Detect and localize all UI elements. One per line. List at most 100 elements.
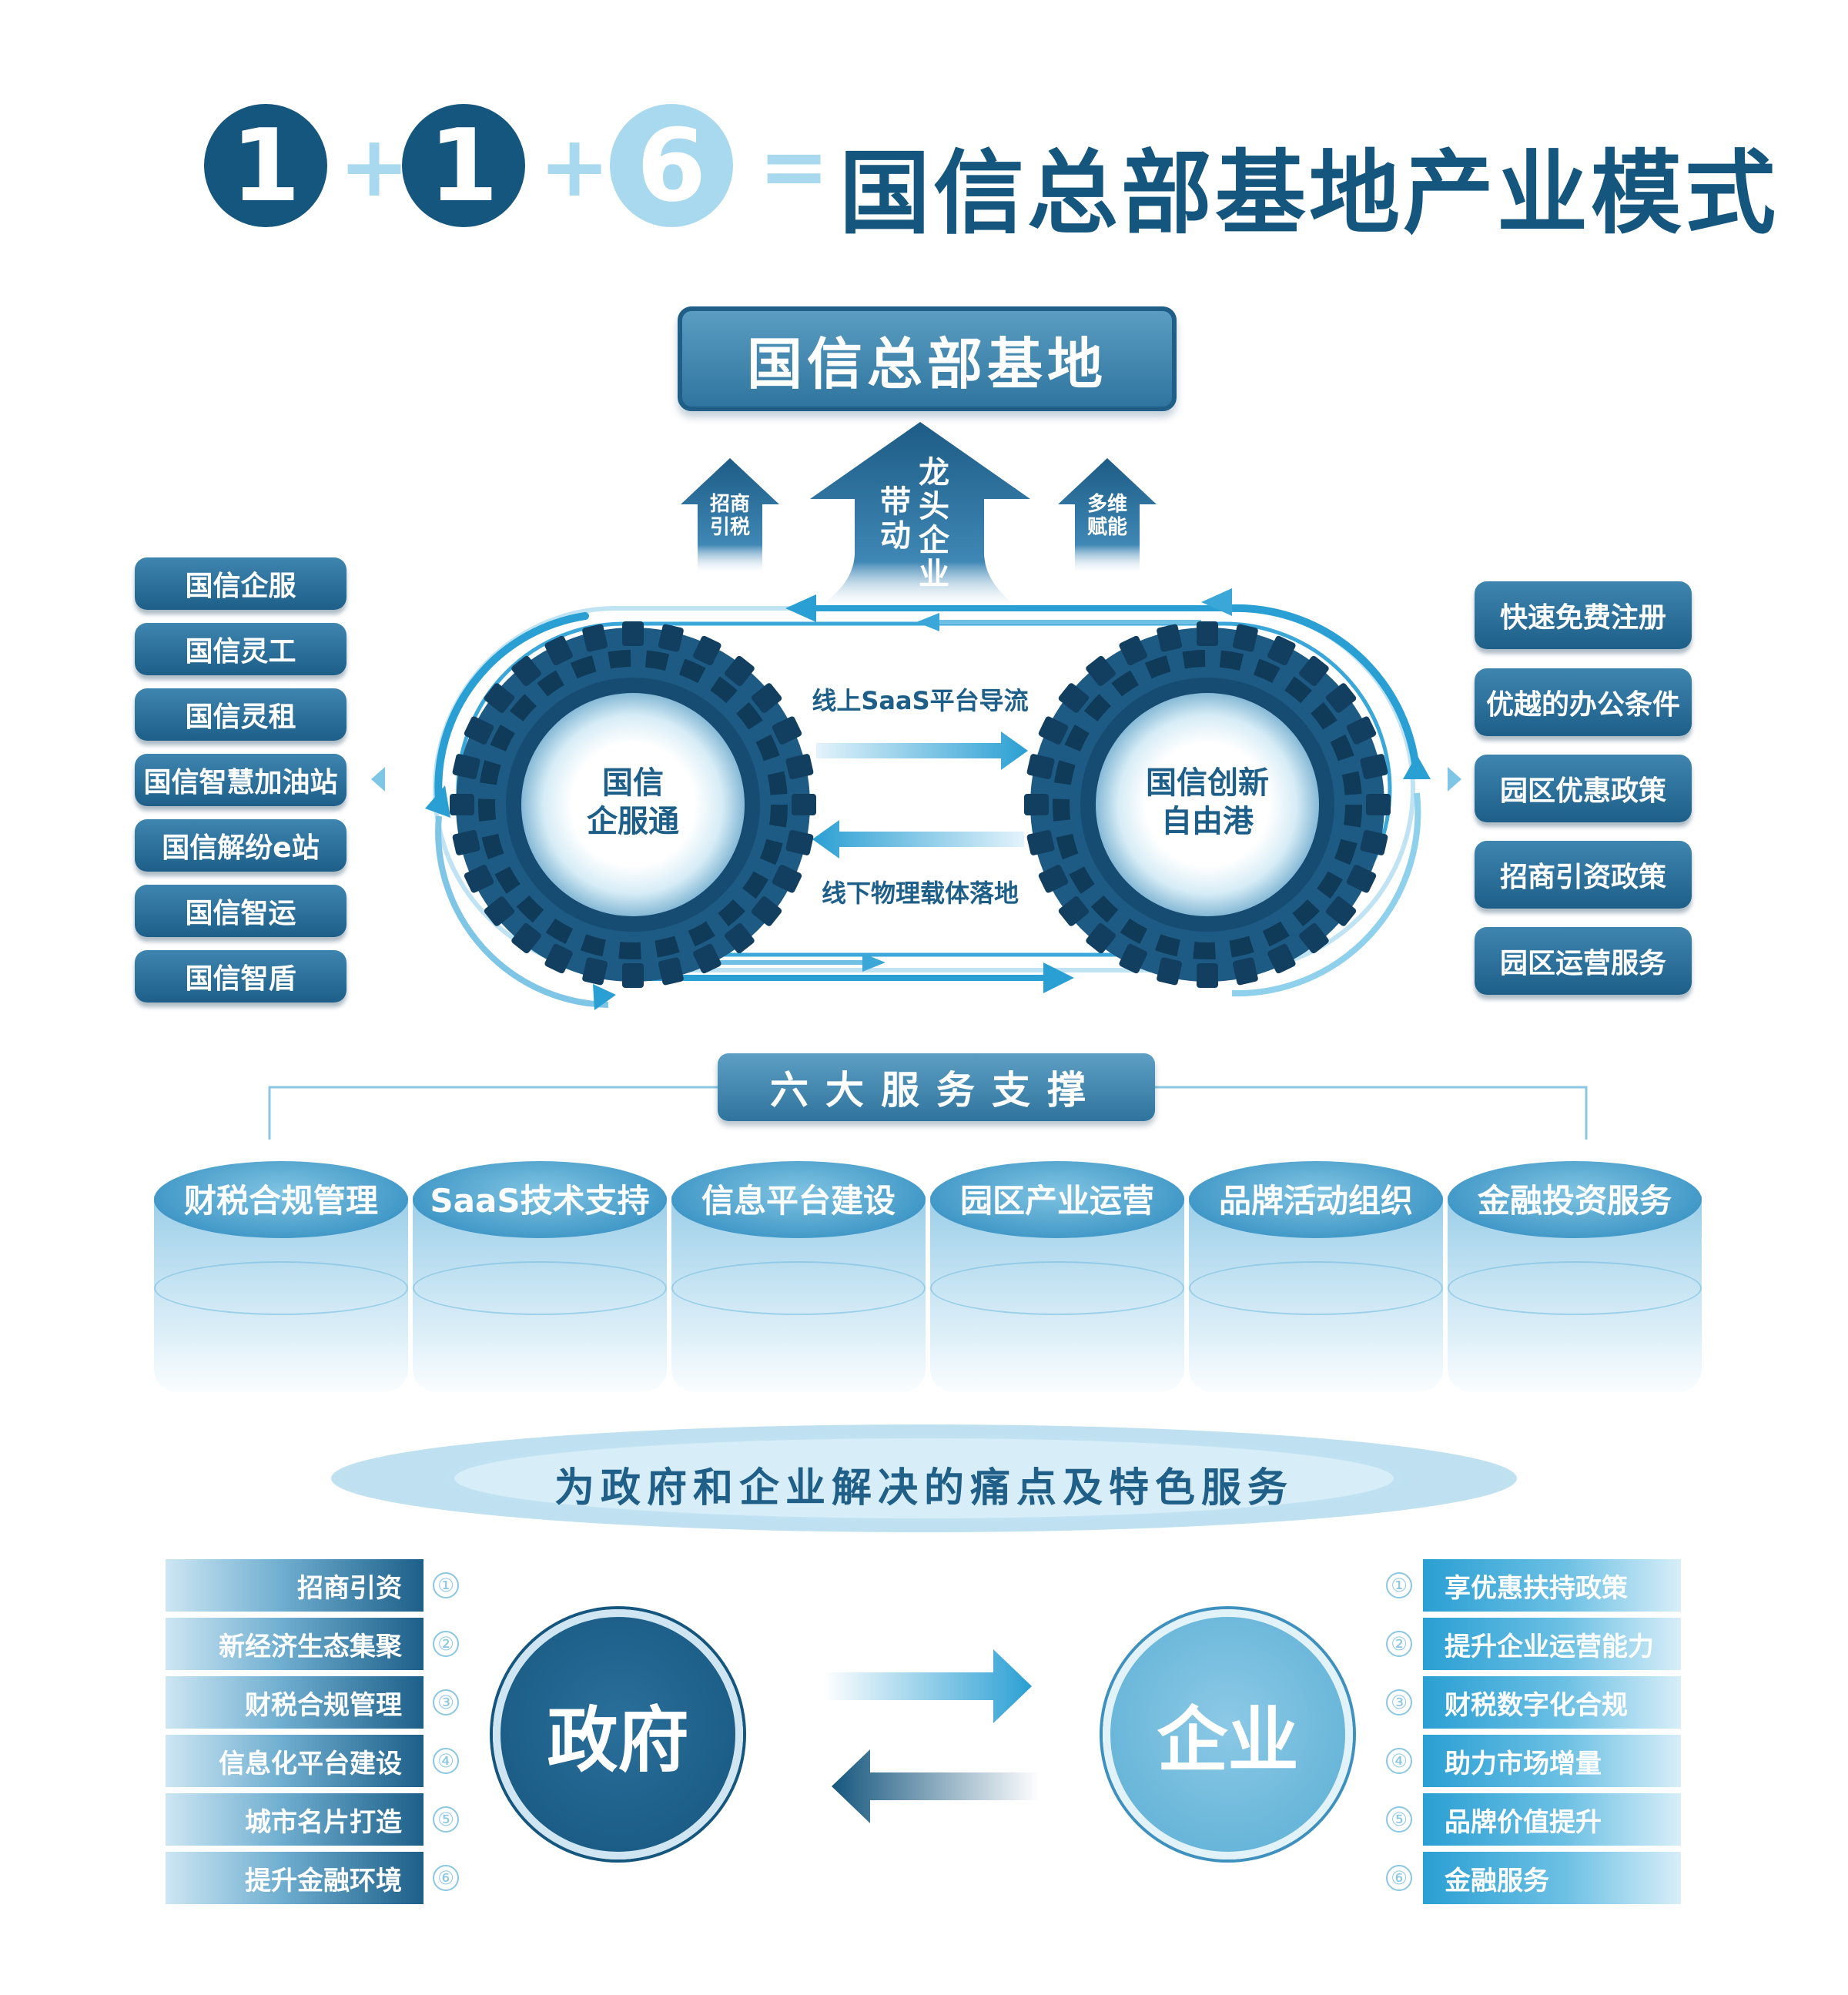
bottom-arrowhead	[1043, 962, 1074, 993]
government-item: 信息化平台建设	[166, 1735, 424, 1787]
gear-tooth	[484, 683, 515, 713]
banner-text: 为政府和企业解决的痛点及特色服务	[554, 1465, 1294, 1511]
banner-ellipse	[331, 1424, 1517, 1532]
gear-tooth	[785, 754, 814, 780]
gear-tooth	[544, 635, 573, 666]
number-circle-1: 1	[204, 104, 327, 227]
gear-tooth	[1267, 635, 1296, 666]
left-list-item: 国信解纷e站	[135, 819, 346, 872]
gear-tooth	[622, 621, 644, 646]
service-label: SaaS技术支持	[430, 1182, 650, 1220]
gear-tooth	[464, 716, 494, 745]
number-badge: ⑤	[1386, 1806, 1412, 1833]
number-badge: ②	[1386, 1631, 1412, 1657]
gear-tooth	[1086, 655, 1116, 687]
gear-tooth	[693, 635, 721, 666]
service-label: 信息平台建设	[701, 1182, 896, 1220]
gear-tooth	[1119, 635, 1147, 666]
gear-tooth	[1197, 621, 1218, 646]
gear-tooth	[1299, 922, 1329, 954]
gear-tooth	[725, 922, 755, 954]
gear-tooth	[544, 943, 573, 974]
service-cylinder: 信息平台建设	[671, 1161, 926, 1392]
top-arrowhead-1	[785, 594, 816, 622]
gear-tooth	[582, 624, 608, 652]
arrow-label-left: 招商引税	[709, 493, 750, 539]
number-badge: ⑥	[1386, 1865, 1412, 1891]
flow-label-top: 线上SaaS平台导流	[812, 686, 1029, 715]
gear-tooth	[450, 794, 474, 815]
government-circle: 政府	[493, 1609, 743, 1859]
gear-tooth	[1058, 896, 1090, 926]
big-up-arrow	[810, 422, 1030, 608]
small-up-arrow-left	[681, 458, 779, 574]
arrow-label-right: 多维赋能	[1086, 493, 1127, 539]
arrow-right-icon	[824, 1649, 1032, 1723]
gear-tooth	[751, 683, 782, 713]
right-list-item: 园区优惠政策	[1475, 755, 1692, 822]
arrow-label-center-left: 带动	[880, 484, 911, 554]
gear-tooth	[1026, 754, 1055, 780]
arrow-label-center-right: 龙头 企业	[919, 455, 949, 592]
service-cylinder: 园区产业运营	[930, 1161, 1184, 1392]
gear-tooth	[1058, 683, 1090, 713]
number-badge: ④	[433, 1748, 459, 1774]
six-services-bracket	[268, 1086, 1588, 1140]
arrow-left-icon	[832, 1749, 1040, 1823]
enterprise-item: 助力市场增量	[1423, 1735, 1681, 1787]
left-list-item: 国信智盾	[135, 950, 346, 1003]
side-arrow-right	[1448, 767, 1461, 792]
gear-tooth	[622, 963, 644, 988]
service-label: 品牌活动组织	[1218, 1182, 1413, 1220]
enterprise-item: 享优惠扶持政策	[1423, 1559, 1681, 1612]
number-badge: ⑥	[433, 1865, 459, 1891]
government-item: 新经济生态集聚	[166, 1618, 424, 1670]
number-circle-6: 6	[610, 104, 733, 227]
number-badge: ③	[433, 1689, 459, 1715]
gear-tooth	[772, 865, 802, 893]
loop-arrowhead-right	[1403, 755, 1431, 779]
gear-right-label: 国信创新自由港	[1146, 765, 1269, 839]
gear-tooth	[1232, 624, 1258, 652]
six-services-title: 六大服务支撑	[718, 1053, 1155, 1121]
gear-tooth	[1086, 922, 1116, 954]
number-badge: ①	[433, 1572, 459, 1598]
service-label: 园区产业运营	[959, 1182, 1154, 1220]
flow-arrow-right	[816, 731, 1028, 770]
right-list-item: 优越的办公条件	[1475, 668, 1692, 736]
number-circle-2: 1	[402, 104, 525, 227]
gear-loop-diagram	[371, 422, 1461, 1010]
loop-arrowhead-bottom-left	[593, 984, 616, 1010]
gear-tooth	[1346, 865, 1377, 893]
gear-tooth	[1024, 794, 1049, 815]
plus-sign-2: +	[539, 117, 611, 216]
service-label: 财税合规管理	[183, 1182, 378, 1220]
gear-tooth	[1197, 963, 1218, 988]
service-label: 金融投资服务	[1477, 1182, 1672, 1220]
gear-tooth	[1360, 754, 1388, 780]
left-list-item: 国信智运	[135, 885, 346, 937]
gear-tooth	[582, 957, 608, 986]
left-list-item: 国信灵工	[135, 623, 346, 675]
gear-tooth	[484, 896, 515, 926]
top-arrowhead-2	[1201, 588, 1232, 616]
gear-tooth	[658, 624, 684, 652]
loop-arrowhead-left	[425, 785, 450, 818]
gear-tooth	[1038, 865, 1069, 893]
government-item: 财税合规管理	[166, 1676, 424, 1729]
service-cylinder: 财税合规管理	[154, 1161, 408, 1392]
gear-tooth	[1267, 943, 1296, 974]
number-badge: ③	[1386, 1689, 1412, 1715]
gear-tooth	[725, 655, 755, 687]
government-item: 提升金融环境	[166, 1852, 424, 1904]
gear-right	[1024, 621, 1391, 988]
service-cylinder: 金融投资服务	[1448, 1161, 1702, 1392]
gear-tooth	[1157, 624, 1183, 652]
enterprise-item: 提升企业运营能力	[1423, 1618, 1681, 1670]
gear-tooth	[1360, 829, 1388, 855]
flow-label-bottom: 线下物理载体落地	[821, 879, 1019, 908]
gear-tooth	[452, 829, 480, 855]
gear-tooth	[511, 922, 541, 954]
gear-tooth	[464, 865, 494, 893]
gear-tooth	[772, 716, 802, 745]
